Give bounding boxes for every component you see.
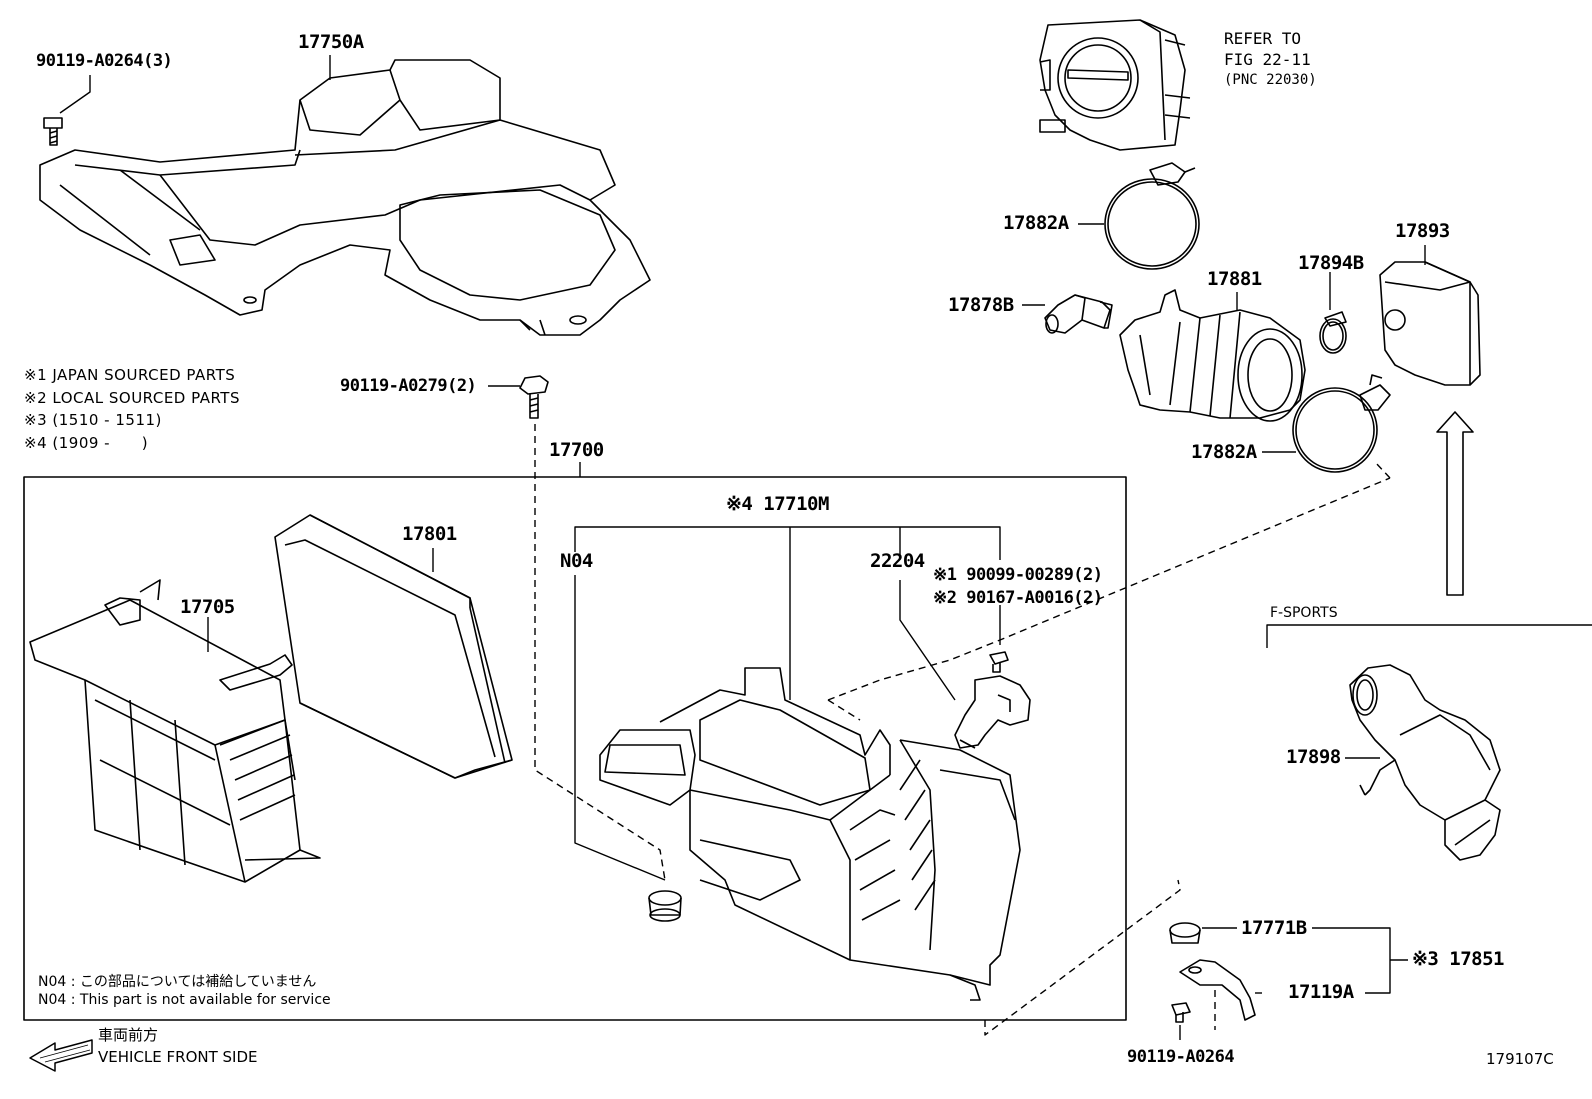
- f-sports-intake-illustration: [1349, 664, 1501, 861]
- label-17882A-bottom: 17882A: [1191, 441, 1257, 463]
- note-n04-english: N04 : This part is not available for ser…: [38, 992, 331, 1008]
- assembly-frame-17700: [23, 476, 1127, 1021]
- label-90119-A0264: 90119-A0264: [1127, 1047, 1235, 1067]
- legend-item-1: ※1 JAPAN SOURCED PARTS: [24, 366, 236, 384]
- label-17700: 17700: [549, 439, 604, 461]
- label-17771B: 17771B: [1241, 917, 1307, 939]
- label-17705: 17705: [180, 596, 235, 618]
- hose-clamp-top-illustration: [1104, 162, 1200, 270]
- label-17881: 17881: [1207, 268, 1262, 290]
- label-17882A-top: 17882A: [1003, 212, 1069, 234]
- label-17898: 17898: [1286, 746, 1341, 768]
- sensor-screw-illustration: [989, 651, 1009, 673]
- vehicle-front-arrow: [29, 1039, 93, 1072]
- hose-clamp-bottom-illustration: [1292, 374, 1391, 473]
- label-17893: 17893: [1395, 220, 1450, 242]
- label-90119-A0279-2: 90119-A0279(2): [340, 376, 477, 396]
- f-sports-arrow: [1436, 411, 1474, 596]
- note-n04-japanese: N04 : この部品については補給していません: [38, 974, 317, 990]
- label-17851: ※3 17851: [1412, 948, 1505, 970]
- mass-air-flow-sensor-illustration: [954, 675, 1031, 749]
- throttle-ref-line1: REFER TO: [1224, 29, 1302, 48]
- bolt-17851-illustration: [1171, 1002, 1191, 1023]
- grommet-illustration: [648, 890, 682, 922]
- bracket-17119A-illustration: [1179, 959, 1256, 1021]
- legend-item-2: ※2 LOCAL SOURCED PARTS: [24, 389, 240, 407]
- label-f-sports: F-SPORTS: [1270, 605, 1338, 621]
- throttle-ref-line2: FIG 22-11: [1224, 50, 1311, 69]
- intake-duct-illustration: [39, 59, 651, 336]
- label-90167-A0016: ※2 90167-A0016(2): [933, 588, 1103, 608]
- label-17878B: 17878B: [948, 294, 1014, 316]
- label-17801: 17801: [402, 523, 457, 545]
- vehicle-front-japanese: 車両前方: [98, 1026, 159, 1044]
- intake-hose-illustration: [1119, 289, 1306, 422]
- air-cleaner-case-illustration: [29, 579, 321, 883]
- pcv-fitting-illustration: [1044, 294, 1113, 334]
- small-clamp-illustration: [1319, 311, 1347, 354]
- bolt-90119-A0264-illustration: [43, 117, 63, 146]
- label-17894B: 17894B: [1298, 252, 1364, 274]
- bolt-90119-A0279-illustration: [519, 375, 549, 419]
- filter-element-illustration: [274, 514, 513, 779]
- resonator-illustration: [1379, 261, 1481, 386]
- label-90119-A0264-3: 90119-A0264(3): [36, 51, 173, 71]
- legend-item-4: ※4 (1909 - ): [24, 434, 149, 452]
- air-cleaner-cap-illustration: [599, 667, 1021, 1001]
- label-17119A: 17119A: [1288, 981, 1354, 1003]
- label-N04: N04: [560, 550, 593, 572]
- throttle-body-illustration: [1039, 19, 1191, 151]
- diagram-id: 179107C: [1486, 1050, 1554, 1068]
- legend-item-3: ※3 (1510 - 1511): [24, 411, 162, 429]
- label-22204: 22204: [870, 550, 925, 572]
- plug-17771B-illustration: [1169, 922, 1201, 944]
- label-17710M: ※4 17710M: [726, 493, 829, 515]
- label-17750A: 17750A: [298, 31, 364, 53]
- throttle-ref-line3: (PNC 22030): [1224, 72, 1317, 88]
- vehicle-front-english: VEHICLE FRONT SIDE: [98, 1048, 258, 1066]
- label-90099-00289: ※1 90099-00289(2): [933, 565, 1103, 585]
